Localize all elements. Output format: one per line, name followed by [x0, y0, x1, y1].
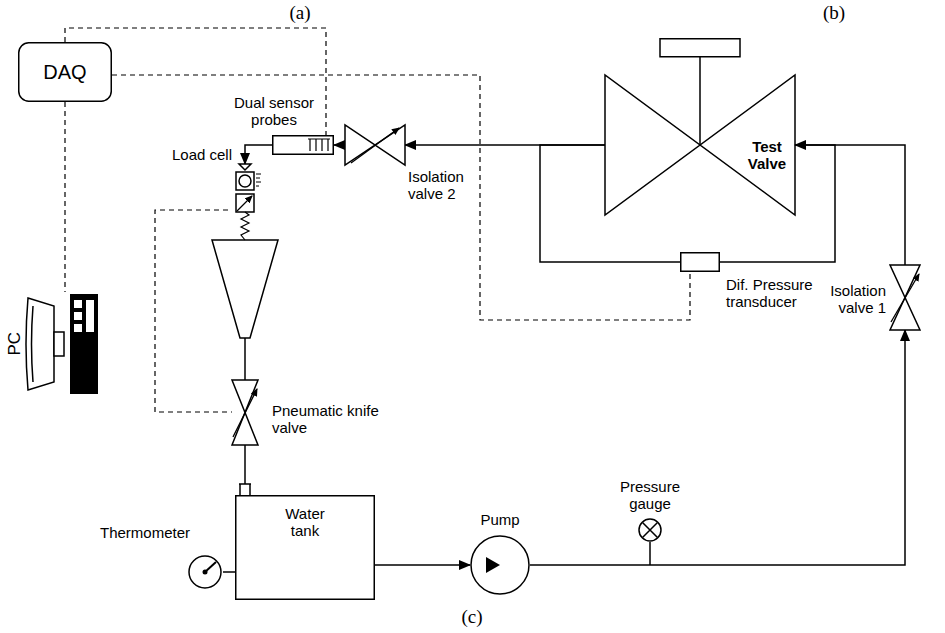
cell-arrow — [237, 196, 252, 211]
adjust-arrow — [891, 274, 919, 322]
pipe-line — [245, 145, 272, 164]
collection-cone — [212, 240, 278, 338]
tank-box: Water tank — [235, 495, 375, 600]
valve-symbol-outline — [345, 125, 405, 165]
thermometer-symbol: Thermometer — [187, 554, 223, 590]
cell-box — [236, 172, 254, 190]
box-outline — [681, 253, 720, 272]
valve-symbol-outline — [890, 265, 920, 330]
valve-handle — [660, 39, 740, 57]
pipe-line — [530, 330, 905, 565]
adjust-arrow — [351, 128, 399, 163]
daq-box: DAQ — [18, 42, 112, 102]
pipe — [244, 445, 246, 484]
pipe-line — [223, 571, 235, 573]
monitor-stand — [54, 332, 64, 356]
drive-bay — [74, 300, 82, 308]
transducer-box-outline — [680, 252, 720, 272]
thermometer-symbol-outline — [187, 554, 223, 590]
drive-bay — [74, 312, 82, 320]
cell-ticks — [256, 174, 261, 186]
pump-symbol: Pump — [470, 535, 530, 595]
cell-dial — [239, 175, 251, 187]
valve-stem — [699, 56, 701, 145]
valve-body — [890, 265, 920, 330]
box-outline — [236, 496, 375, 600]
pipe — [244, 338, 246, 380]
pump-arrow — [486, 557, 500, 573]
signal-wire — [64, 102, 65, 292]
panel-letter: (a) — [280, 2, 320, 24]
cell-box — [236, 194, 254, 212]
node-label: Water tank — [274, 505, 336, 540]
knife-valve-symbol-outline — [232, 380, 258, 445]
transducer-box: Dif. Pressure transducer — [680, 252, 720, 272]
gauge-stem — [649, 542, 651, 565]
inlet-mark — [239, 164, 251, 170]
test-valve-symbol-outline — [605, 38, 795, 215]
signal-wire — [155, 210, 232, 412]
pipe-line — [540, 145, 680, 262]
probe-body — [273, 136, 334, 155]
probe-symbol-outline — [272, 135, 334, 155]
connector-group — [65, 28, 905, 572]
knife-valve-symbol: Pneumatic knife valve — [232, 380, 258, 445]
node-label: Isolation valve 1 — [816, 282, 886, 317]
node-label: Test Valve — [742, 138, 792, 173]
pc-icon: PC — [24, 292, 100, 396]
pc-tower — [70, 294, 98, 394]
thermometer-dial — [189, 556, 221, 588]
valve-body — [232, 380, 258, 445]
node-label: Dif. Pressure transducer — [726, 276, 838, 311]
node-label: Pressure gauge — [610, 478, 690, 513]
box-outline — [19, 43, 112, 102]
drive-bay — [86, 300, 94, 332]
test-valve-symbol: Test Valve — [605, 38, 795, 215]
drive-bay — [74, 324, 82, 332]
pipe-line — [795, 145, 905, 265]
valve-symbol: Isolation valve 2 — [345, 125, 405, 165]
node-label: DAQ — [18, 42, 112, 102]
pc-icon-outline — [24, 292, 100, 396]
gauge-symbol: Pressure gauge — [638, 518, 662, 542]
valve-symbol: Isolation valve 1 — [890, 265, 920, 330]
spring — [241, 212, 249, 240]
gauge-dial — [639, 519, 661, 541]
panel-letter: (c) — [452, 606, 492, 628]
needle-pivot — [203, 570, 208, 575]
sensor-pins — [308, 139, 330, 151]
signal-wire — [112, 75, 690, 320]
gauge-symbol-outline — [638, 518, 662, 542]
probe-symbol: Dual sensor probes — [272, 135, 334, 155]
node-label: Pump — [465, 511, 535, 528]
pipe-line — [334, 144, 345, 146]
monitor-body — [26, 298, 54, 390]
node-label: Load cell — [160, 146, 232, 163]
valve-body — [345, 125, 405, 165]
panel-letter: (b) — [814, 2, 854, 24]
pump-casing — [471, 536, 529, 594]
node-label: Dual sensor probes — [228, 94, 320, 129]
node-label: PC — [5, 329, 25, 359]
gauge-cross — [643, 523, 658, 538]
node-label: Thermometer — [68, 524, 190, 541]
node-label: Pneumatic knife valve — [272, 402, 384, 437]
valve-body — [605, 75, 795, 215]
load-cell-symbol-outline — [228, 164, 262, 240]
monitor-screen — [32, 306, 34, 382]
pipe-line — [375, 564, 470, 566]
pump-symbol-outline — [470, 535, 530, 595]
adjust-arrow — [233, 389, 257, 437]
load-cell-symbol: Load cell — [228, 164, 262, 240]
node-label: Isolation valve 2 — [408, 168, 483, 203]
